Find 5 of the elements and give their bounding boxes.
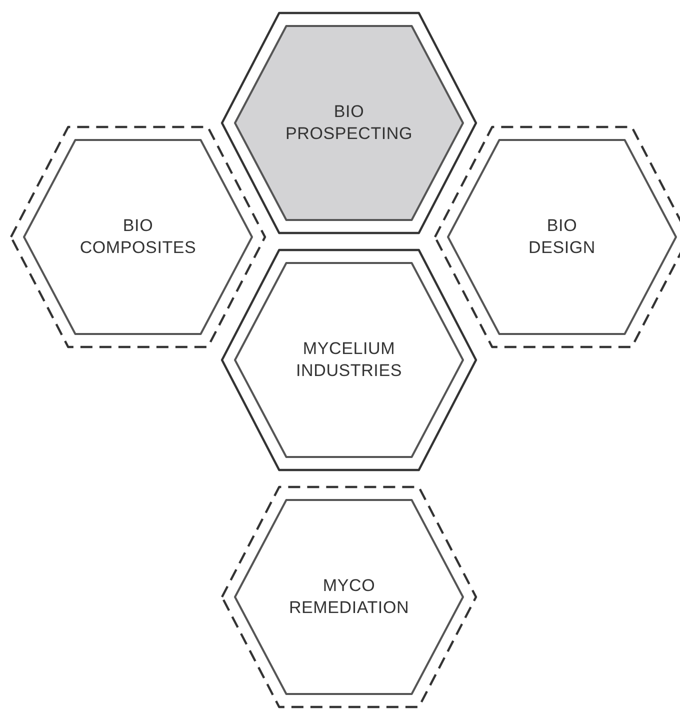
tile-label: MYCO REMEDIATION: [288, 575, 410, 619]
tile-label: BIO PROSPECTING: [285, 101, 413, 145]
tile-label: BIO COMPOSITES: [80, 215, 196, 259]
tile-label: MYCELIUM INDUSTRIES: [296, 338, 402, 382]
tile-label: BIO DESIGN: [528, 215, 596, 259]
